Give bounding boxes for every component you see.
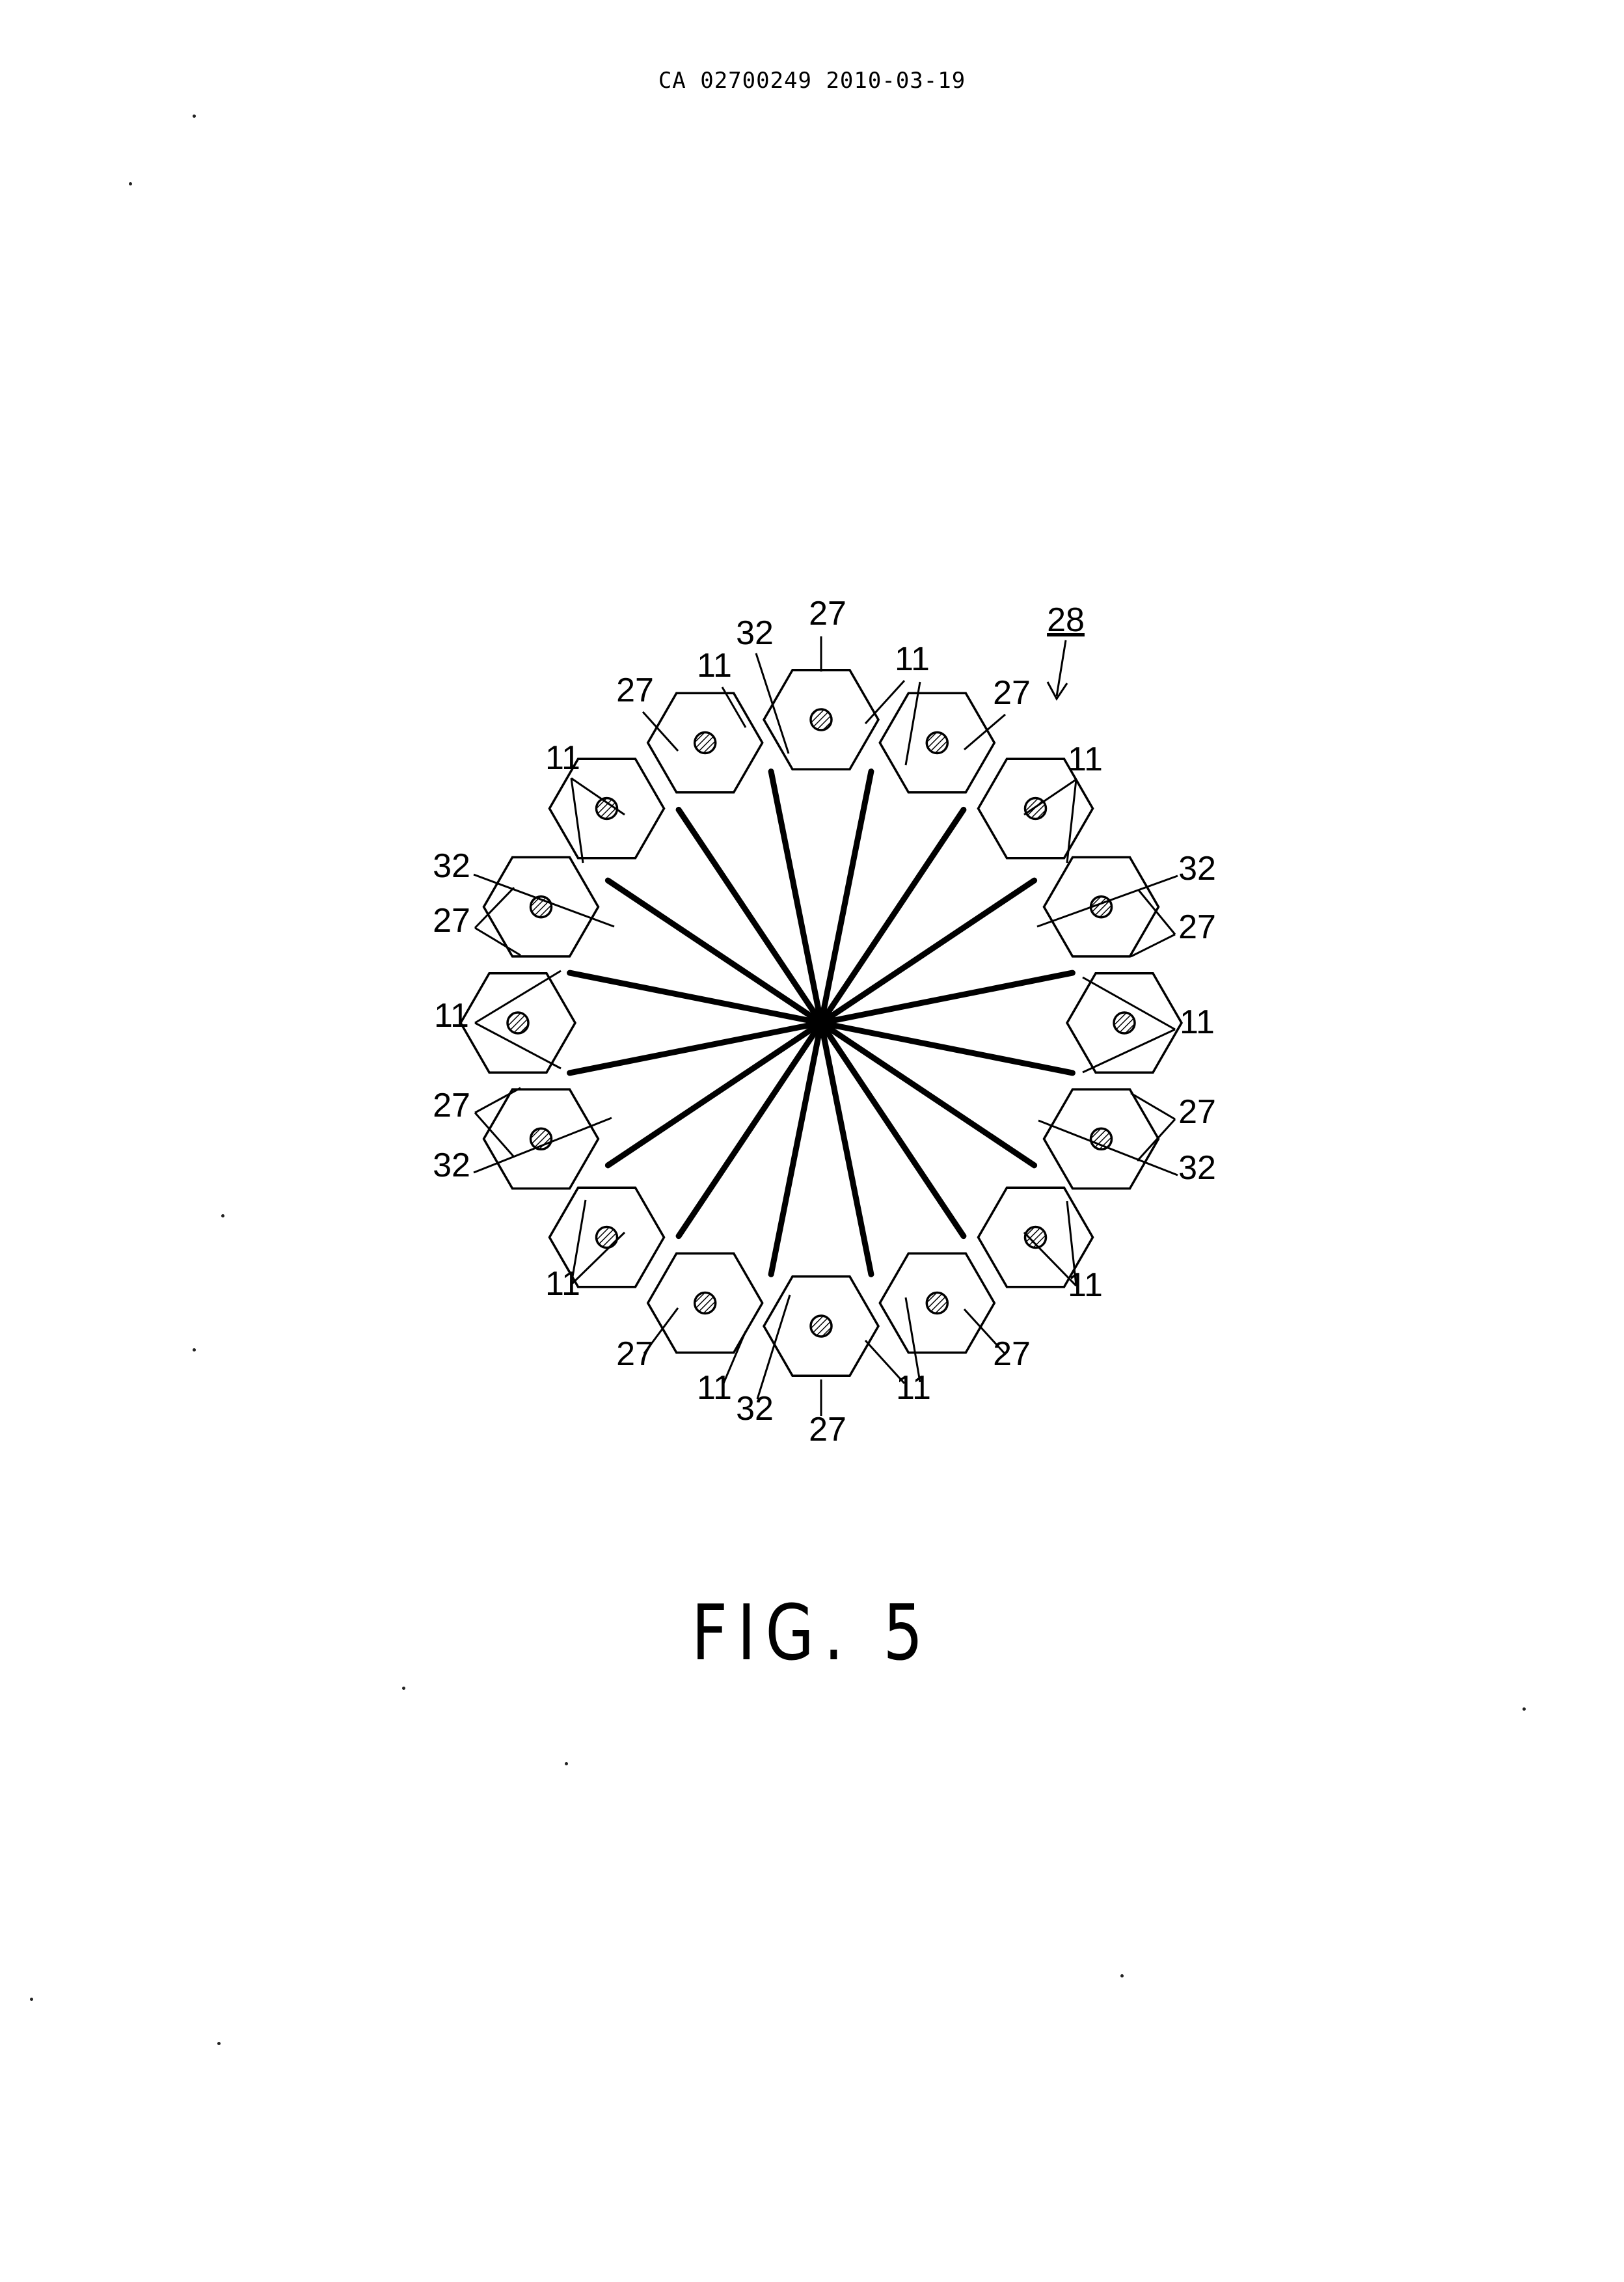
label-cell: 27 bbox=[993, 674, 1031, 712]
rod-hatched bbox=[811, 1316, 832, 1337]
label-spoke: 32 bbox=[736, 614, 774, 652]
label-cell: 27 bbox=[433, 902, 470, 940]
label-rod: 11 bbox=[545, 739, 580, 777]
label-cell: 27 bbox=[1178, 1093, 1216, 1131]
label-cell: 27 bbox=[1178, 908, 1216, 946]
label-cell: 27 bbox=[616, 1335, 654, 1373]
scan-speck bbox=[565, 1762, 568, 1765]
hub bbox=[808, 1010, 834, 1036]
spoke-bundle bbox=[570, 772, 1073, 1275]
label-rod: 11 bbox=[434, 997, 469, 1035]
label-rod: 11 bbox=[895, 640, 930, 678]
scan-speck bbox=[1120, 1974, 1124, 1977]
label-rod: 11 bbox=[1068, 740, 1103, 778]
label-rod: 11 bbox=[1068, 1266, 1103, 1304]
label-assembly: 28 bbox=[1047, 601, 1085, 639]
rod-hatched bbox=[811, 709, 832, 730]
figure-caption: FIG. 5 bbox=[146, 1588, 1478, 1678]
label-cell: 27 bbox=[616, 672, 654, 709]
rod-hatched bbox=[927, 1293, 947, 1314]
rod-hatched bbox=[695, 1293, 716, 1314]
label-cell: 27 bbox=[993, 1335, 1031, 1373]
label-cell: 27 bbox=[809, 595, 846, 632]
scan-speck bbox=[193, 115, 196, 118]
label-rod: 11 bbox=[697, 647, 732, 685]
scan-speck bbox=[193, 1348, 196, 1352]
scan-speck bbox=[221, 1214, 224, 1217]
label-spoke: 32 bbox=[736, 1390, 774, 1428]
scan-speck bbox=[129, 182, 132, 185]
rod-hatched bbox=[695, 733, 716, 754]
rod-hatched bbox=[927, 733, 947, 754]
rod-hatched bbox=[597, 1227, 617, 1248]
label-rod: 11 bbox=[697, 1369, 732, 1407]
rod-hatched bbox=[1091, 1128, 1112, 1149]
label-cell: 27 bbox=[809, 1411, 846, 1448]
label-spoke: 32 bbox=[1178, 850, 1216, 888]
label-rod: 11 bbox=[896, 1369, 931, 1407]
scan-speck bbox=[402, 1687, 405, 1690]
label-spoke: 32 bbox=[433, 1147, 470, 1184]
rod-hatched bbox=[1114, 1012, 1135, 1033]
scan-speck bbox=[1522, 1707, 1526, 1711]
label-cell: 27 bbox=[433, 1087, 470, 1124]
scan-speck bbox=[30, 1998, 33, 2001]
scan-speck bbox=[217, 2042, 221, 2045]
label-rod: 11 bbox=[545, 1265, 580, 1303]
label-spoke: 32 bbox=[433, 847, 470, 885]
label-rod: 11 bbox=[1180, 1003, 1215, 1041]
rod-hatched bbox=[508, 1012, 528, 1033]
label-spoke: 32 bbox=[1178, 1149, 1216, 1187]
